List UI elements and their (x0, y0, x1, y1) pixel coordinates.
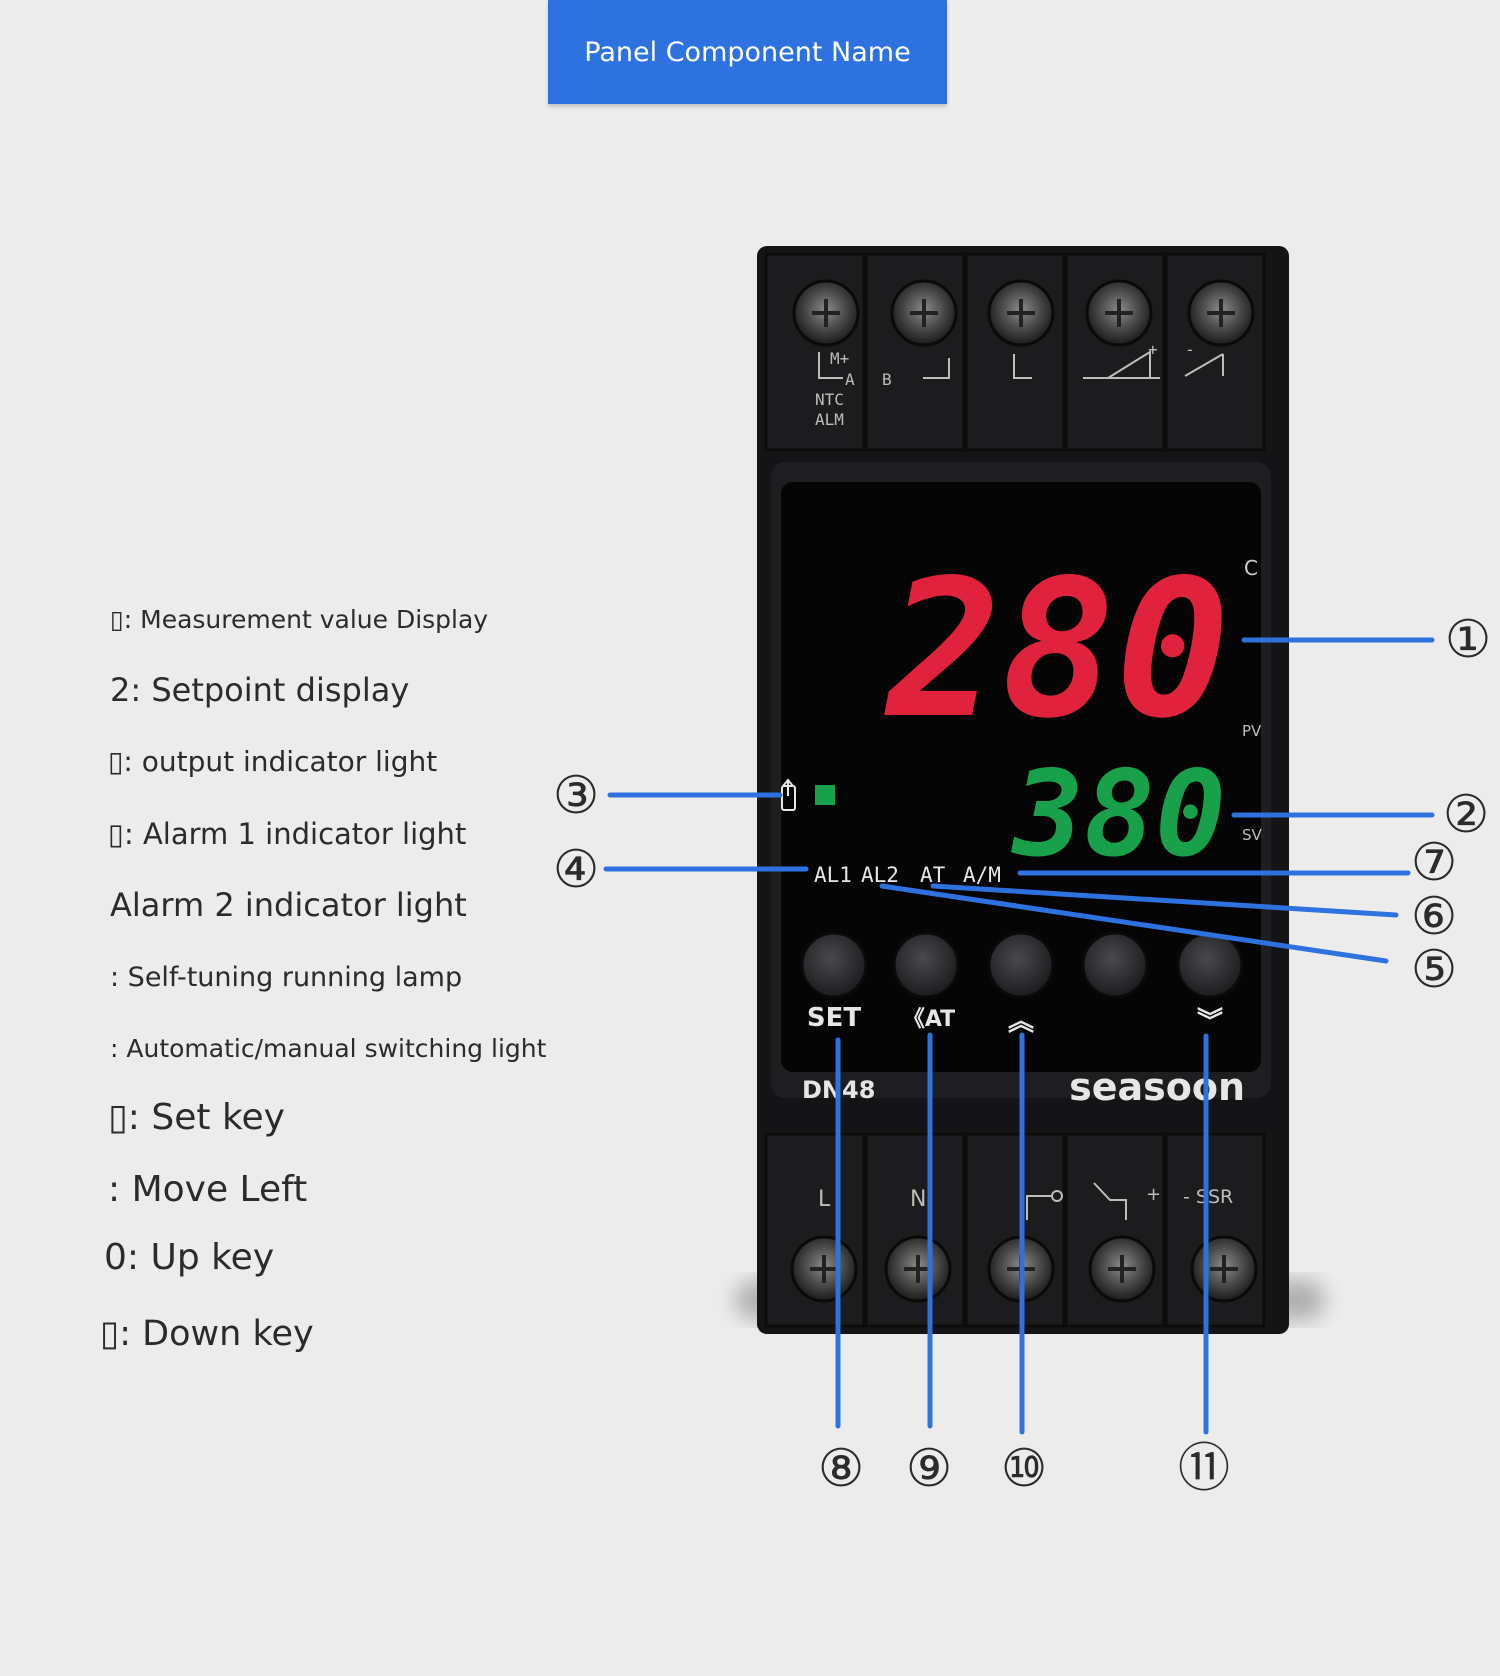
callout-10: ⑩ (1001, 1439, 1048, 1499)
callout-5: ⑤ (1411, 940, 1458, 1000)
terminal-symbols (818, 350, 1224, 379)
brand-logo: seasoon (1069, 1065, 1245, 1109)
legend-auto-manual-light: : Automatic/manual switching light (110, 1034, 547, 1063)
indicator-al1: AL1 (814, 863, 852, 887)
output-indicator-light (815, 785, 835, 805)
screw-icon (1187, 279, 1255, 347)
terminal-label: NTC (815, 390, 844, 409)
legend-move-left: : Move Left (108, 1169, 308, 1210)
terminal-label: - (1185, 340, 1195, 359)
legend-alarm1-indicator: ▯: Alarm 1 indicator light (108, 817, 467, 851)
terminal-symbols (1026, 1182, 1127, 1220)
legend-set-key: ▯: Set key (108, 1097, 285, 1138)
screw-icon (792, 279, 860, 347)
terminal-label: M+ (830, 349, 849, 368)
up-key[interactable] (987, 931, 1055, 999)
down-key[interactable] (1176, 931, 1244, 999)
callout-6: ⑥ (1411, 887, 1458, 947)
indicator-am: A/M (963, 863, 1001, 887)
screw-icon (884, 1235, 952, 1303)
sv-label: SV (1242, 826, 1263, 844)
header-title: Panel Component Name (584, 36, 911, 68)
legend-setpoint-display: 2: Setpoint display (110, 671, 410, 709)
terminal-label: A (845, 370, 855, 389)
unit-label: C (1244, 556, 1258, 580)
indicator-at: AT (920, 863, 946, 887)
callout-8: ⑧ (818, 1439, 865, 1499)
set-key-label: SET (807, 1003, 861, 1033)
callout-2: ② (1443, 785, 1490, 845)
leader-lines (603, 637, 1435, 1435)
terminal-label: ALM (815, 410, 844, 429)
screw-icon (987, 279, 1055, 347)
terminal-label: + (1148, 340, 1158, 359)
pv-display: 280 (884, 539, 1230, 760)
down-key-label: ︾ (1197, 1007, 1223, 1037)
screw-icon (1088, 1235, 1156, 1303)
terminal-label: N (910, 1187, 926, 1212)
legend-measurement-display: ▯: Measurement value Display (110, 605, 489, 634)
output-icon (781, 778, 796, 811)
left-key-label: 《AT (903, 1007, 955, 1032)
screw-icon (790, 1235, 858, 1303)
legend-up-key: 0: Up key (104, 1237, 275, 1278)
legend-alarm2-indicator: Alarm 2 indicator light (110, 886, 467, 924)
screw-icon (1190, 1235, 1258, 1303)
screw-icon (890, 279, 958, 347)
callout-4: ④ (553, 840, 600, 900)
panel-component-name-tab: Panel Component Name (548, 0, 947, 104)
terminal-label: + (1146, 1184, 1161, 1205)
blank-key[interactable] (1081, 931, 1149, 999)
sv-display: 380 (1011, 745, 1226, 883)
legend-self-tuning-lamp: : Self-tuning running lamp (110, 962, 463, 993)
callout-7: ⑦ (1411, 833, 1458, 893)
set-key[interactable] (800, 931, 868, 999)
callout-3: ③ (553, 766, 600, 826)
leader-line-5 (879, 883, 1389, 964)
pv-label: PV (1242, 722, 1262, 740)
bottom-terminal-block: L N + - SSR (764, 1132, 1266, 1328)
callout-1: ① (1445, 610, 1492, 670)
terminal-label: B (882, 370, 892, 389)
callout-9: ⑨ (906, 1439, 953, 1499)
left-key[interactable] (892, 931, 960, 999)
legend-output-indicator: ▯: output indicator light (108, 745, 438, 778)
terminal-label: L (818, 1187, 831, 1212)
screw-icon (1085, 279, 1153, 347)
up-key-label: ︽ (1008, 1007, 1034, 1037)
legend-down-key: ▯: Down key (100, 1314, 314, 1354)
top-terminal-block: M+ A NTC ALM B + - (764, 252, 1266, 452)
indicator-al2: AL2 (861, 863, 899, 887)
callout-11: ⑪ (1178, 1439, 1230, 1499)
leader-line-6 (930, 883, 1399, 918)
